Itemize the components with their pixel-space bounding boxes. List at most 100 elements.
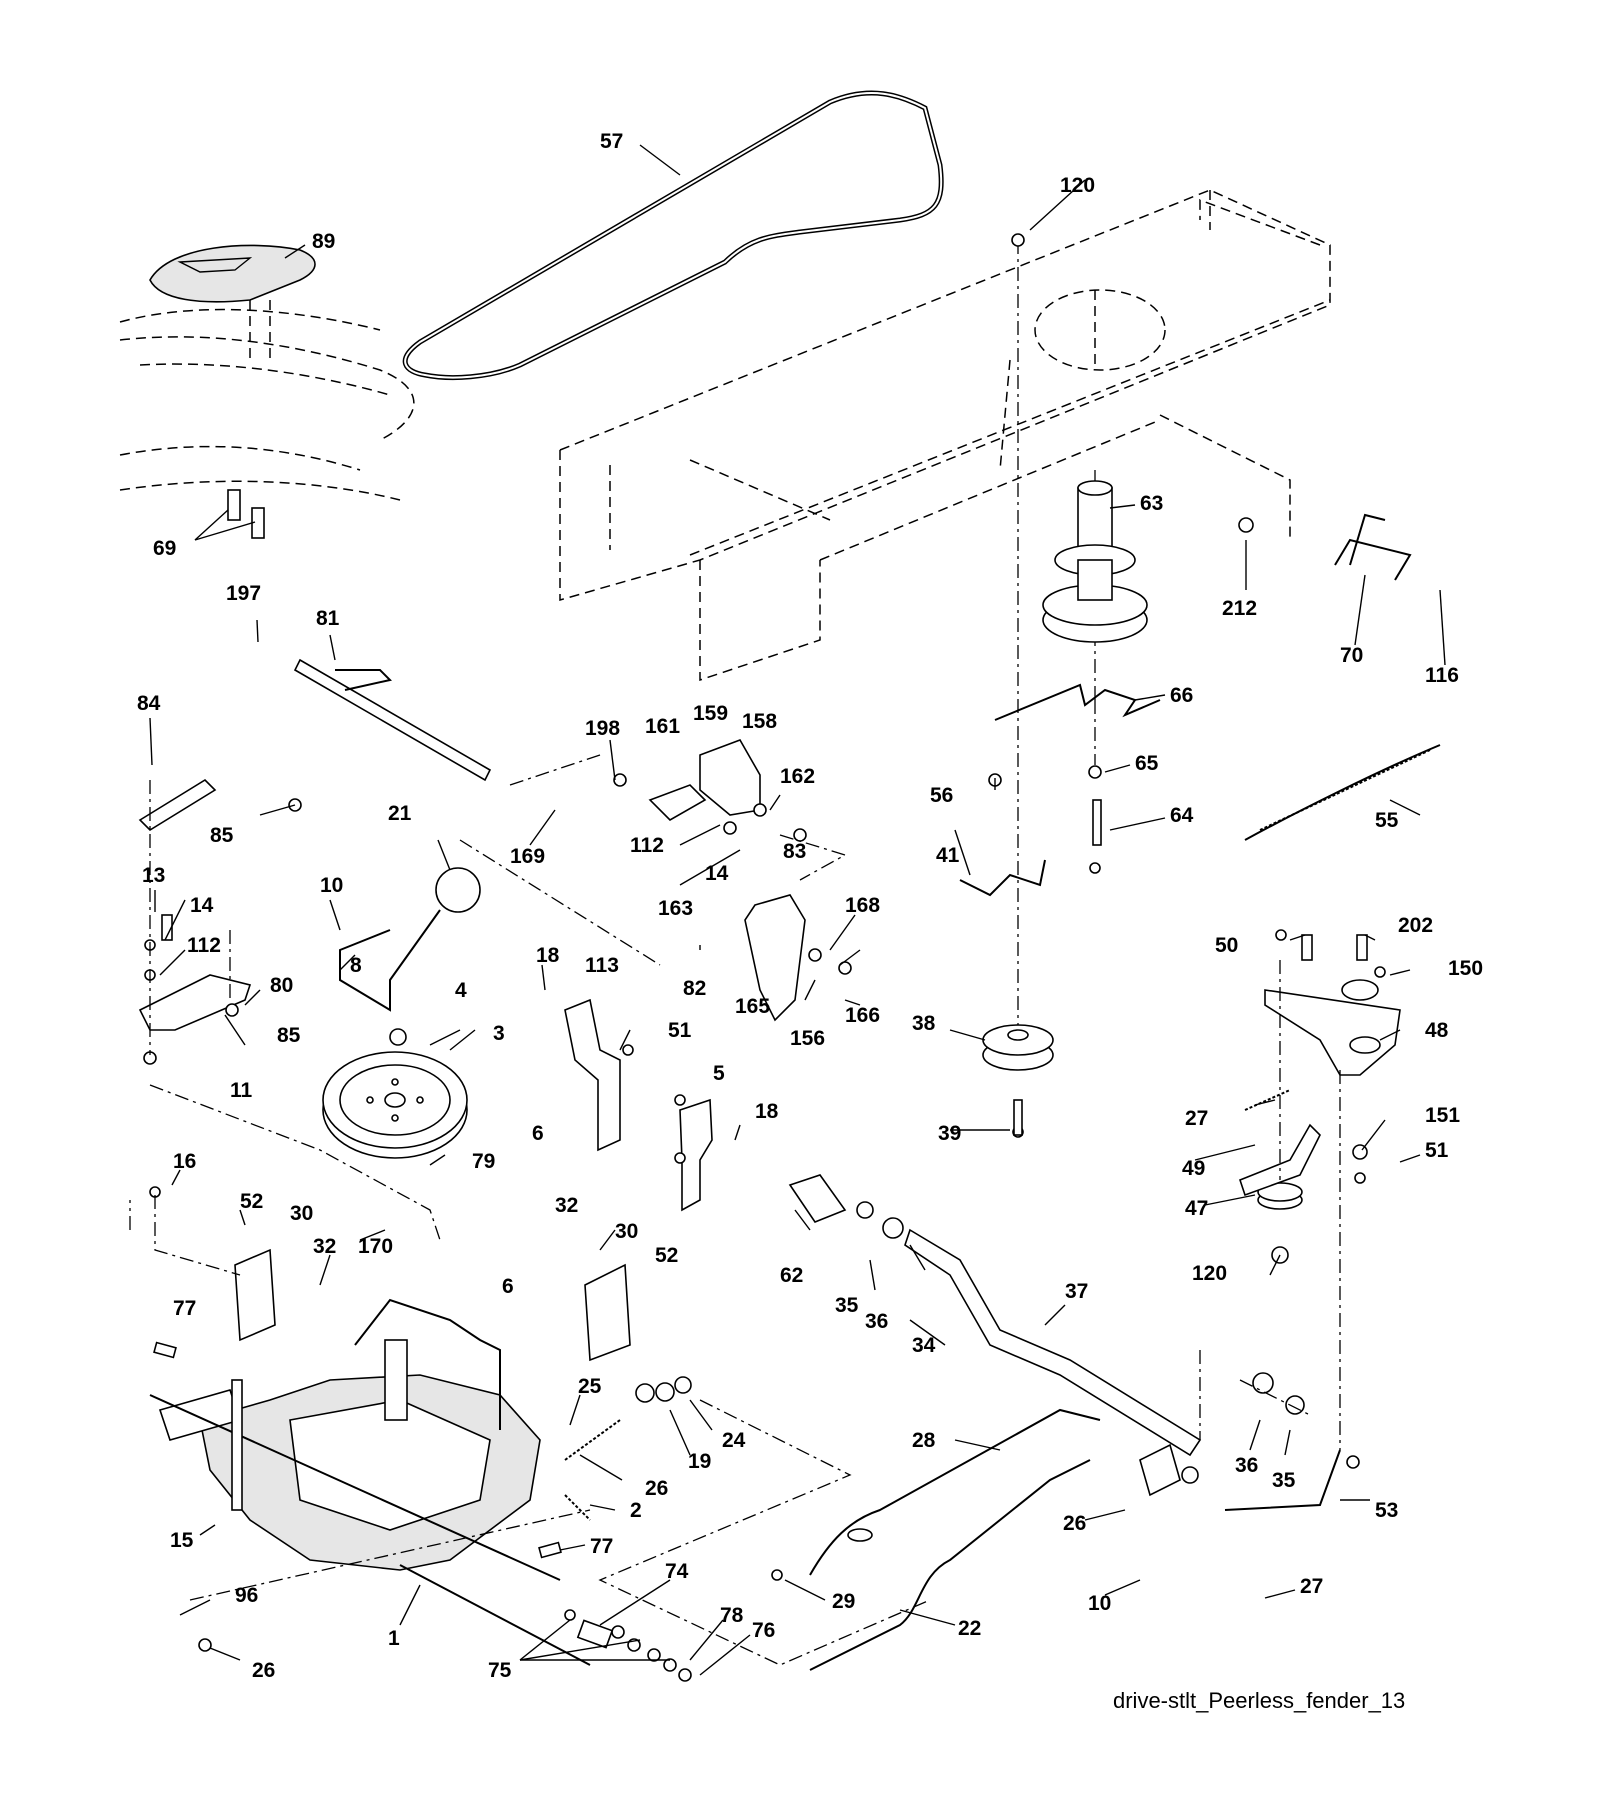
callout-16: 16 [173,1150,196,1173]
callout-35: 35 [1272,1469,1296,1492]
idler-pulley-38 [982,1024,1054,1071]
callout-48: 48 [1425,1019,1449,1042]
main-pulley-63 [1042,480,1148,643]
bracket-30-right [584,1263,631,1362]
callout-27: 27 [1300,1575,1323,1598]
callout-64: 64 [1170,804,1194,827]
callout-69: 69 [153,537,176,560]
callout-96: 96 [235,1584,258,1607]
callout-150: 150 [1448,957,1483,980]
rod-22 [809,1459,1091,1671]
callout-79: 79 [472,1150,495,1173]
callout-52: 52 [655,1244,678,1267]
callout-163: 163 [658,897,693,920]
callout-81: 81 [316,607,340,630]
callout-120: 120 [1060,174,1095,197]
plate-159 [648,784,707,821]
callout-212: 212 [1222,597,1257,620]
callout-10: 10 [1088,1592,1111,1615]
callout-37: 37 [1065,1280,1088,1303]
callout-89: 89 [312,230,335,253]
callout-6: 6 [502,1275,514,1298]
callout-198: 198 [585,717,620,740]
callout-26: 26 [645,1477,668,1500]
callout-39: 39 [938,1122,961,1145]
callout-77: 77 [173,1297,196,1320]
callout-166: 166 [845,1004,880,1027]
callout-66: 66 [1170,684,1193,707]
callout-11: 11 [230,1079,253,1102]
shaft-81 [293,658,492,782]
callout-57: 57 [600,130,623,153]
callout-56: 56 [930,784,953,807]
callout-26: 26 [1063,1512,1086,1535]
callout-25: 25 [578,1375,602,1398]
bracket-165 [744,894,806,1022]
callout-36: 36 [1235,1454,1258,1477]
callout-70: 70 [1340,644,1363,667]
callout-161: 161 [645,715,680,738]
bracket-49 [1239,1123,1321,1197]
callout-35: 35 [835,1294,859,1317]
callout-51: 51 [1425,1139,1449,1162]
callout-120: 120 [1192,1262,1227,1285]
callout-5: 5 [713,1062,725,1085]
callout-52: 52 [240,1190,263,1213]
callout-labels: 57 120 89 69 63 212 70 116 197 81 84 198… [137,130,1483,1682]
callout-13: 13 [142,864,165,887]
callout-30: 30 [290,1202,313,1225]
callout-18: 18 [755,1100,779,1123]
callout-4: 4 [455,979,467,1002]
idler-arm-48 [1264,989,1401,1076]
callout-30: 30 [615,1220,638,1243]
callout-10: 10 [320,874,343,897]
callout-165: 165 [735,995,770,1018]
callout-38: 38 [912,1012,936,1035]
shaft-34 [904,1228,1202,1457]
callout-76: 76 [752,1619,775,1642]
idler-pulley-47 [1257,1182,1303,1210]
callout-19: 19 [688,1450,711,1473]
rod-84 [138,778,217,832]
bracket-26 [1139,1443,1181,1497]
spring-25 [564,1419,621,1461]
callout-77: 77 [590,1535,613,1558]
callout-75: 75 [488,1659,512,1682]
diagram-caption: drive-stlt_Peerless_fender_13 [1113,1688,1405,1713]
fender-outline [119,244,415,501]
transmission-1 [149,1339,591,1666]
callout-85: 85 [277,1024,301,1047]
callout-85: 85 [210,824,234,847]
leader-lines [149,144,1446,1676]
link-53 [1224,1449,1341,1511]
plate-80 [138,974,252,1031]
callout-80: 80 [270,974,293,997]
callout-32: 32 [313,1235,336,1258]
callout-1: 1 [388,1627,400,1650]
spring-2 [564,1494,591,1521]
callout-83: 83 [783,840,806,863]
callout-53: 53 [1375,1499,1398,1522]
callout-18: 18 [536,944,560,967]
callout-116: 116 [1425,664,1459,687]
callout-14: 14 [705,862,729,885]
callout-202: 202 [1398,914,1433,937]
callout-32: 32 [555,1194,578,1217]
hardware [143,233,1386,1682]
callout-6: 6 [532,1122,544,1145]
bracket-113 [564,998,621,1152]
callout-50: 50 [1215,934,1238,957]
callout-151: 151 [1425,1104,1460,1127]
callout-51: 51 [668,1019,692,1042]
callout-168: 168 [845,894,880,917]
callout-197: 197 [226,582,261,605]
spring-55 [1244,744,1441,841]
callout-49: 49 [1182,1157,1205,1180]
callout-2: 2 [630,1499,642,1522]
spring-27 [1244,1089,1291,1111]
transmission-pulley-3 [322,1051,468,1159]
bracket-66 [994,683,1161,721]
callout-63: 63 [1140,492,1163,515]
callout-78: 78 [720,1604,744,1627]
